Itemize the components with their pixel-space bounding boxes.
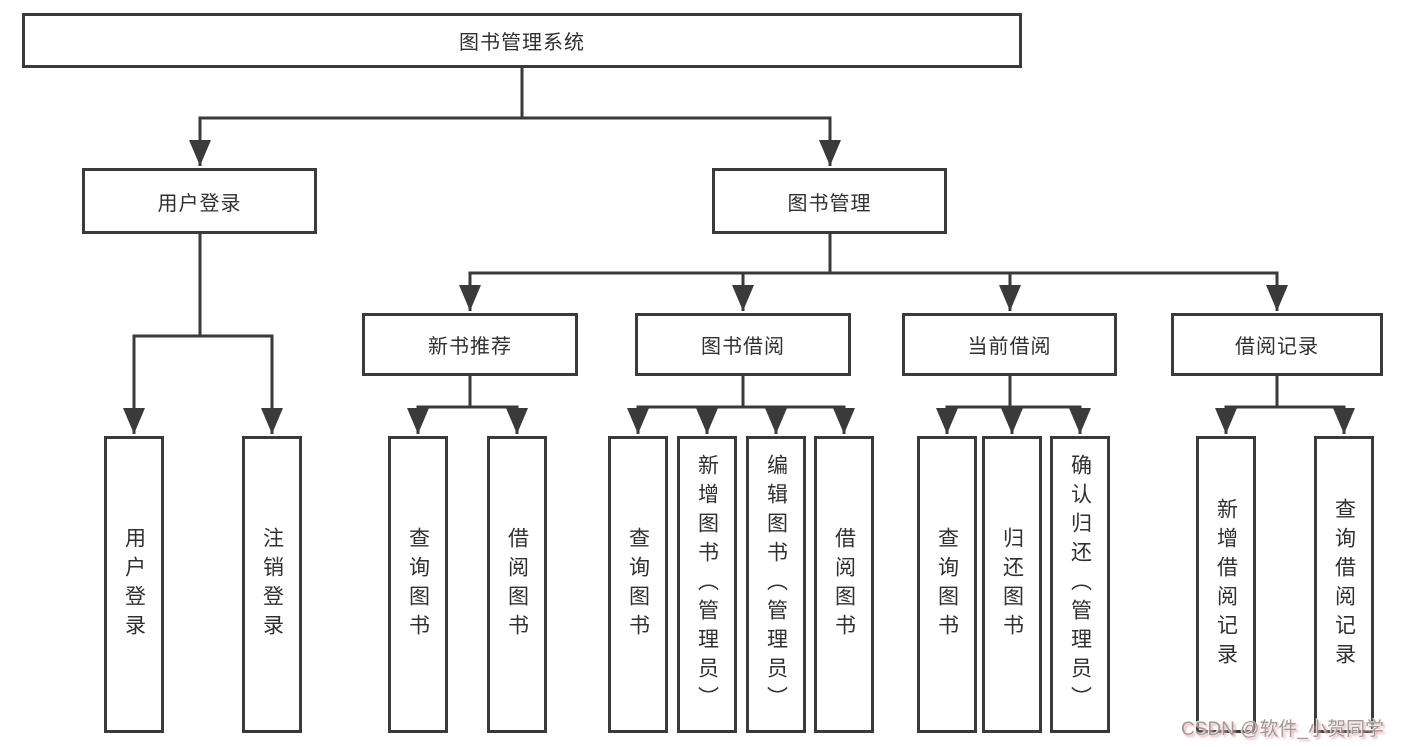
leaf-return-book: 归还图书 [982, 436, 1042, 733]
leaf-logout: 注销登录 [242, 436, 302, 733]
leaf-user-login: 用户登录 [104, 436, 164, 733]
leaf-query-book-2: 查询图书 [608, 436, 668, 733]
csdn-watermark: CSDN @软件_小贺同学 [1181, 719, 1384, 740]
leaf-edit-book-admin: 编辑图书（管理员） [746, 436, 806, 733]
node-new-book-rec: 新书推荐 [362, 313, 578, 376]
leaf-query-borrow-record: 查询借阅记录 [1314, 436, 1374, 733]
leaf-add-book-admin: 新增图书（管理员） [677, 436, 737, 733]
node-user-login: 用户登录 [82, 168, 317, 234]
node-borrow-record: 借阅记录 [1171, 313, 1383, 376]
leaf-query-book-1: 查询图书 [388, 436, 448, 733]
leaf-add-borrow-record: 新增借阅记录 [1196, 436, 1256, 733]
leaf-borrow-book-1: 借阅图书 [487, 436, 547, 733]
node-book-borrow: 图书借阅 [635, 313, 851, 376]
node-root: 图书管理系统 [22, 13, 1022, 68]
node-book-mgmt: 图书管理 [712, 168, 947, 234]
leaf-query-book-3: 查询图书 [917, 436, 977, 733]
leaf-borrow-book-2: 借阅图书 [814, 436, 874, 733]
leaf-confirm-return-admin: 确认归还（管理员） [1050, 436, 1110, 733]
node-current-borrow: 当前借阅 [902, 313, 1117, 376]
